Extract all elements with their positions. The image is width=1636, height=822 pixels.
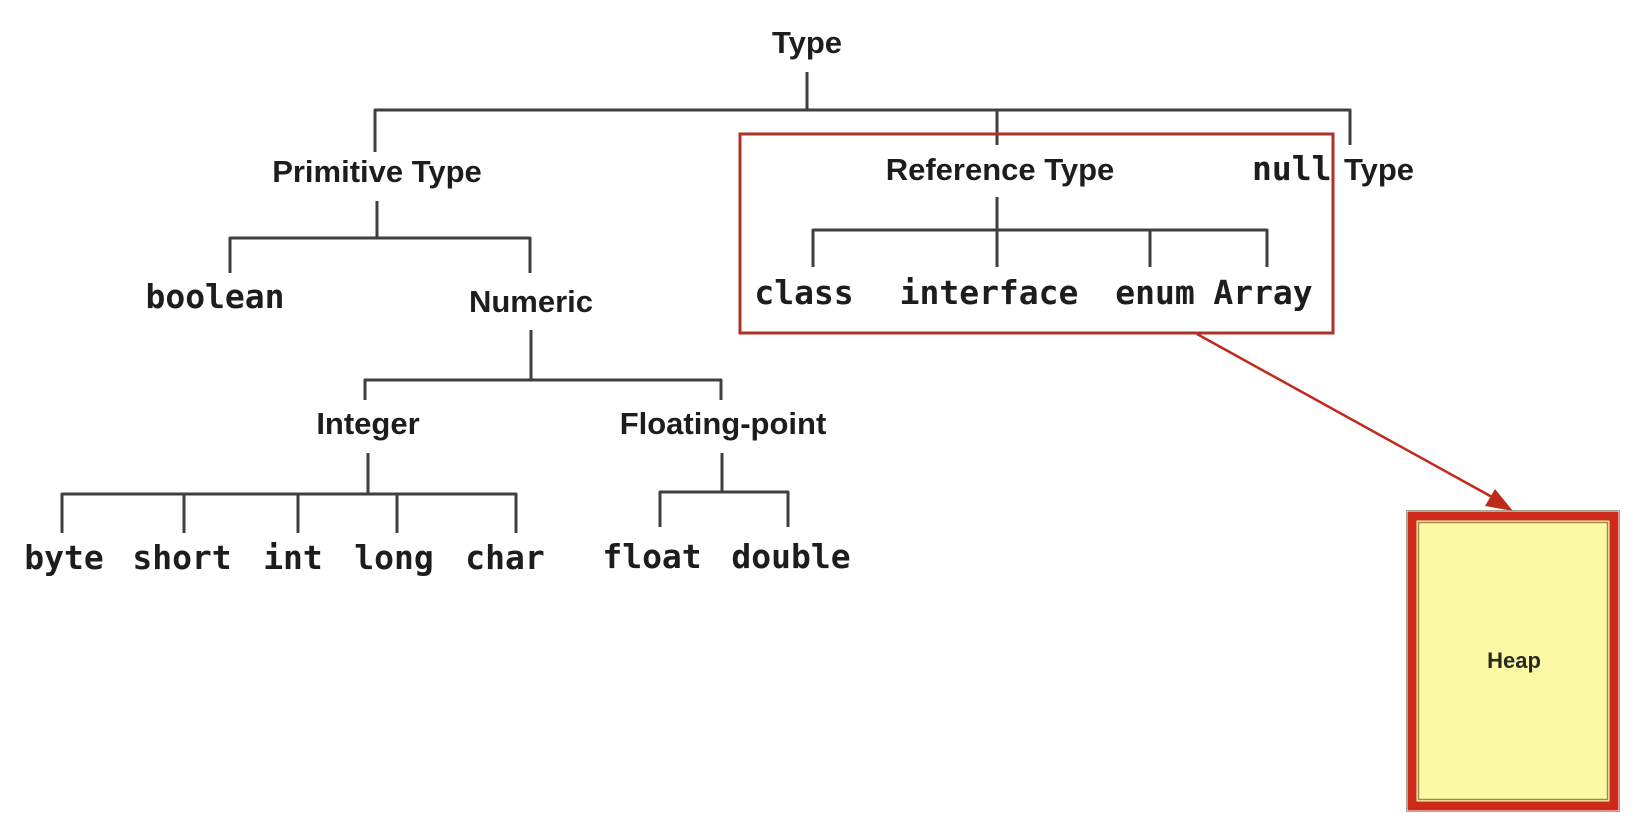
node-label-null-keyword: null — [1252, 149, 1331, 188]
tree-connectors — [60, 72, 1352, 533]
node-label-int: int — [263, 538, 323, 577]
node-label-class: class — [754, 273, 853, 312]
heap-arrow-head — [1485, 489, 1513, 511]
connector-reference-rail — [811, 228, 1269, 267]
node-label-numeric: Numeric — [469, 284, 593, 319]
node-label-long: long — [354, 538, 433, 577]
node-label-floating-point: Floating-point — [620, 406, 827, 441]
heap-box-inner-line — [1417, 521, 1609, 801]
node-label-short: short — [132, 538, 231, 577]
node-label-primitive-type: Primitive Type — [272, 154, 482, 189]
heap-arrow-line — [1196, 332, 1493, 499]
node-label-byte: byte — [24, 538, 103, 577]
connector-floating-rail — [658, 490, 790, 527]
node-label-enum: enum — [1115, 273, 1194, 312]
node-label-interface: interface — [900, 273, 1079, 312]
heap-label: Heap — [1487, 648, 1541, 673]
heap-box: Heap — [1406, 510, 1620, 812]
connector-numeric-rail — [363, 378, 723, 400]
node-label-integer: Integer — [316, 406, 419, 441]
connector-primitive-rail — [228, 236, 532, 273]
node-label-float: float — [602, 537, 701, 576]
heap-arrow — [1196, 332, 1513, 511]
heap-box-body — [1407, 511, 1619, 811]
tree-node-labels: Type Primitive Type Reference Type null … — [24, 25, 1414, 577]
node-label-boolean: boolean — [145, 277, 284, 316]
connector-integer-rail — [60, 492, 518, 533]
node-label-array: Array — [1213, 273, 1312, 312]
node-label-reference-type: Reference Type — [886, 152, 1115, 187]
connector-main-rail — [373, 108, 1352, 152]
node-label-double: double — [731, 537, 850, 576]
node-label-char: char — [465, 538, 544, 577]
node-label-null-type-suffix: Type — [1344, 152, 1414, 187]
node-label-type: Type — [772, 25, 842, 60]
reference-type-highlight-box — [738, 132, 1335, 335]
heap-box-outer-line — [1406, 510, 1620, 812]
